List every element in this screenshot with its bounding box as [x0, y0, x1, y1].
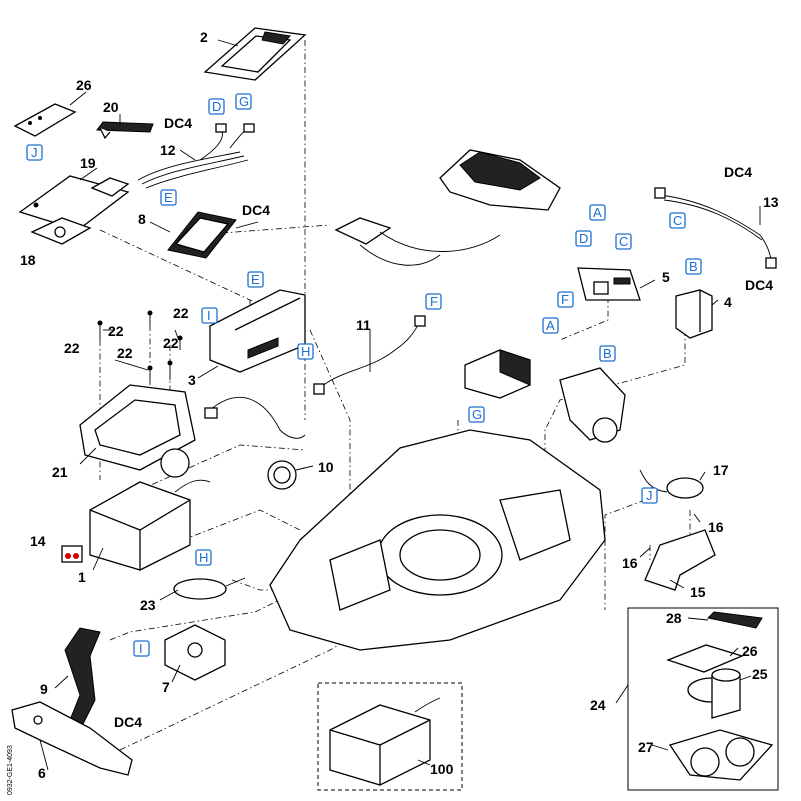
part-label-7: 7: [162, 679, 170, 695]
part-label-22-upper: 22: [108, 323, 124, 339]
flat-cable-part: [64, 627, 101, 731]
part-label-19: 19: [80, 155, 96, 171]
connector-label-j-sensor: J: [646, 488, 653, 503]
chassis-frame-part: [79, 384, 196, 478]
screw-set-part: [97, 310, 183, 380]
kit-24-contents: [666, 611, 774, 781]
bumper-plate-part: [11, 701, 133, 776]
part-label-12: 12: [160, 142, 176, 158]
board-part: [13, 103, 77, 137]
wiring-coil-part: [167, 211, 259, 259]
part-label-27: 27: [638, 739, 654, 755]
part-label-15: 15: [690, 584, 706, 600]
part-label-22-middle: 22: [117, 345, 133, 361]
part-label-1: 1: [78, 569, 86, 585]
housing-bracket-part: [209, 289, 306, 373]
plate-part: [18, 175, 130, 231]
control-module-part: [675, 289, 713, 339]
part-label-100: 100: [430, 761, 454, 777]
kit-100-battery: [329, 697, 441, 786]
bracket-plate-part: [30, 217, 92, 245]
part-label-20: 20: [103, 99, 119, 115]
part-label-28: 28: [666, 610, 682, 626]
part-number-labels: 2 26 20 19 18 12 8 3 11 13 5 4 22 22 22 …: [20, 29, 779, 781]
part-label-17: 17: [713, 462, 729, 478]
part-label-2: 2: [200, 29, 208, 45]
cover-part: [203, 27, 307, 81]
battery-box-part: [89, 479, 211, 571]
kit-24-frame: [627, 607, 779, 791]
assembly-guide-lines: [99, 40, 691, 751]
cable-label-dc4-right-top: DC4: [724, 164, 752, 180]
wheel-motor-part: [464, 349, 626, 443]
part-label-10: 10: [318, 459, 334, 475]
part-label-26-kit: 26: [742, 643, 758, 659]
coil-cable-part: [204, 396, 306, 490]
display-unit-part: [334, 149, 561, 266]
cable-labels: DC4 DC4 DC4 DC4 DC4: [114, 115, 773, 730]
cable-label-dc4-top: DC4: [164, 115, 192, 131]
connector-label-h-bracket: H: [301, 344, 310, 359]
connector-label-b-motor: B: [603, 346, 612, 361]
part-label-24: 24: [590, 697, 606, 713]
connector-label-i-cable: I: [139, 641, 143, 656]
part-label-13: 13: [763, 194, 779, 210]
sensor-cable-part: [654, 187, 777, 269]
part-label-14: 14: [30, 533, 46, 549]
part-label-9: 9: [40, 681, 48, 697]
cable-label-dc4-right: DC4: [745, 277, 773, 293]
connector-label-g-housing: G: [472, 407, 482, 422]
connector-label-e-cable: E: [164, 190, 173, 205]
connector-label-g-top: G: [239, 94, 249, 109]
part-label-6: 6: [38, 765, 46, 781]
main-housing-part: [269, 429, 606, 651]
kit-100-frame: [317, 682, 463, 791]
part-label-4: 4: [724, 294, 732, 310]
part-label-22-left: 22: [64, 340, 80, 356]
connector-label-b-module: B: [689, 259, 698, 274]
connector-label-j-left: J: [31, 145, 38, 160]
connector-label-c-cable: C: [673, 213, 682, 228]
connector-label-e-bracket: E: [251, 272, 260, 287]
label-leaders: [39, 39, 761, 771]
part-label-18: 18: [20, 252, 36, 268]
signal-cable-part: [313, 315, 426, 395]
drawing-id: 0932-GE1-4093: [7, 745, 14, 795]
part-label-3: 3: [188, 372, 196, 388]
cable-harness-part: [137, 123, 255, 189]
sensor-bracket-part: [644, 529, 716, 591]
connector-label-c-board: C: [619, 234, 628, 249]
part-label-23: 23: [140, 597, 156, 613]
connector-label-d-top: D: [212, 99, 221, 114]
part-label-25: 25: [752, 666, 768, 682]
cable-label-dc4-bottom: DC4: [114, 714, 142, 730]
wire-loop-part: [173, 577, 246, 600]
part-label-11: 11: [356, 317, 371, 333]
wire-housing-part: [164, 624, 226, 681]
circuit-board-part: [577, 267, 641, 301]
connector-reference-boxes: D G J E E I H F A D C F A B B C G: [26, 93, 702, 657]
connector-label-a-motor: A: [546, 318, 555, 333]
part-label-5: 5: [662, 269, 670, 285]
part-label-22-right: 22: [163, 335, 179, 351]
warning-label-part: [61, 545, 83, 563]
connector-label-a-board: A: [593, 205, 602, 220]
connector-label-i-bracket: I: [207, 308, 211, 323]
part-label-16-lower: 16: [622, 555, 638, 571]
part-label-22-top: 22: [173, 305, 189, 321]
sensor-disc-part: [639, 469, 704, 499]
part-label-26: 26: [76, 77, 92, 93]
part-label-8: 8: [138, 211, 146, 227]
part-label-21: 21: [52, 464, 68, 480]
part-label-16-upper: 16: [708, 519, 724, 535]
cable-label-dc4-coil: DC4: [242, 202, 270, 218]
connector-label-f-cable: F: [430, 294, 438, 309]
connector-label-f-board: F: [561, 292, 569, 307]
connector-label-d-board: D: [579, 231, 588, 246]
connector-label-h-loop: H: [199, 550, 208, 565]
ribbon-cable-part: [96, 121, 154, 140]
